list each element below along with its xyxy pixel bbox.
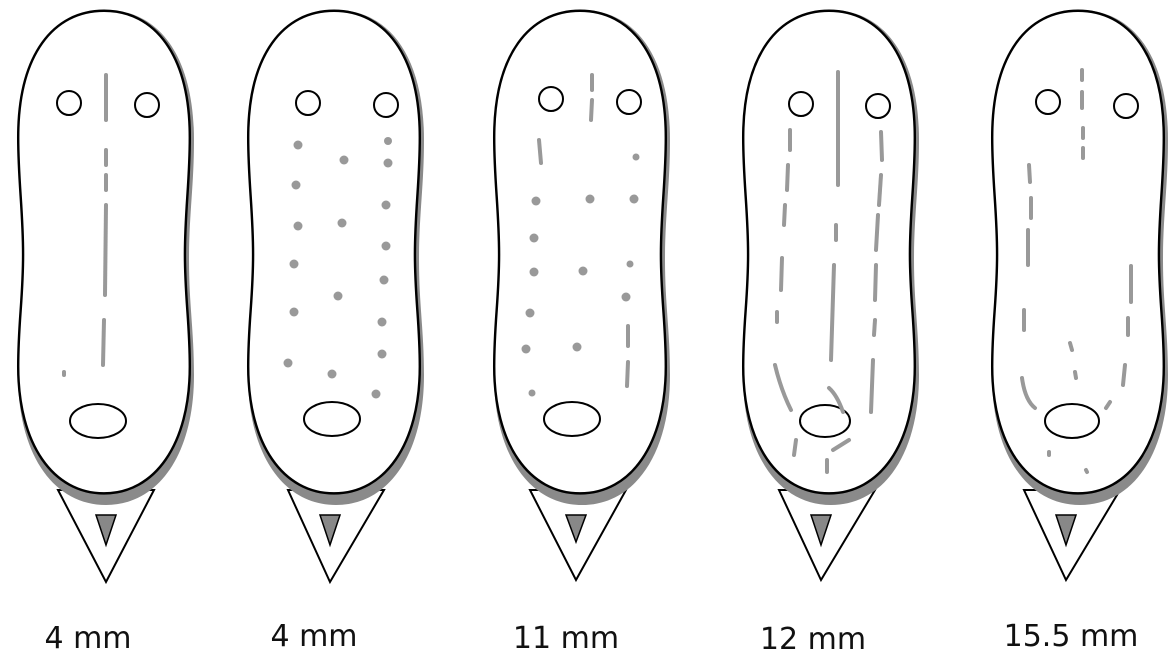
eye-left [789, 92, 813, 116]
mouth [304, 402, 360, 436]
eye-right [617, 90, 641, 114]
mouth [70, 404, 126, 438]
caption-specimen-a: 4 mm [44, 621, 131, 650]
eye-right [866, 94, 890, 118]
size-captions: 4 mm 4 mm 11 mm 12 mm 15.5 mm [44, 619, 1138, 650]
caption-specimen-d: 12 mm [760, 622, 866, 650]
caption-specimen-c: 11 mm [513, 621, 619, 650]
eye-left [296, 91, 320, 115]
specimen-a [18, 10, 194, 582]
eye-right [374, 93, 398, 117]
eye-left [57, 91, 81, 115]
specimen-d [743, 10, 919, 580]
specimen-e [992, 10, 1168, 580]
caption-specimen-b: 4 mm [270, 619, 357, 650]
mouth [544, 402, 600, 436]
eye-left [1036, 90, 1060, 114]
eye-right [1114, 94, 1138, 118]
caption-specimen-e: 15.5 mm [1004, 619, 1139, 650]
eye-right [135, 93, 159, 117]
specimen-b [248, 10, 424, 582]
eye-left [539, 87, 563, 111]
mouth [1045, 404, 1099, 438]
specimen-c [494, 10, 670, 580]
